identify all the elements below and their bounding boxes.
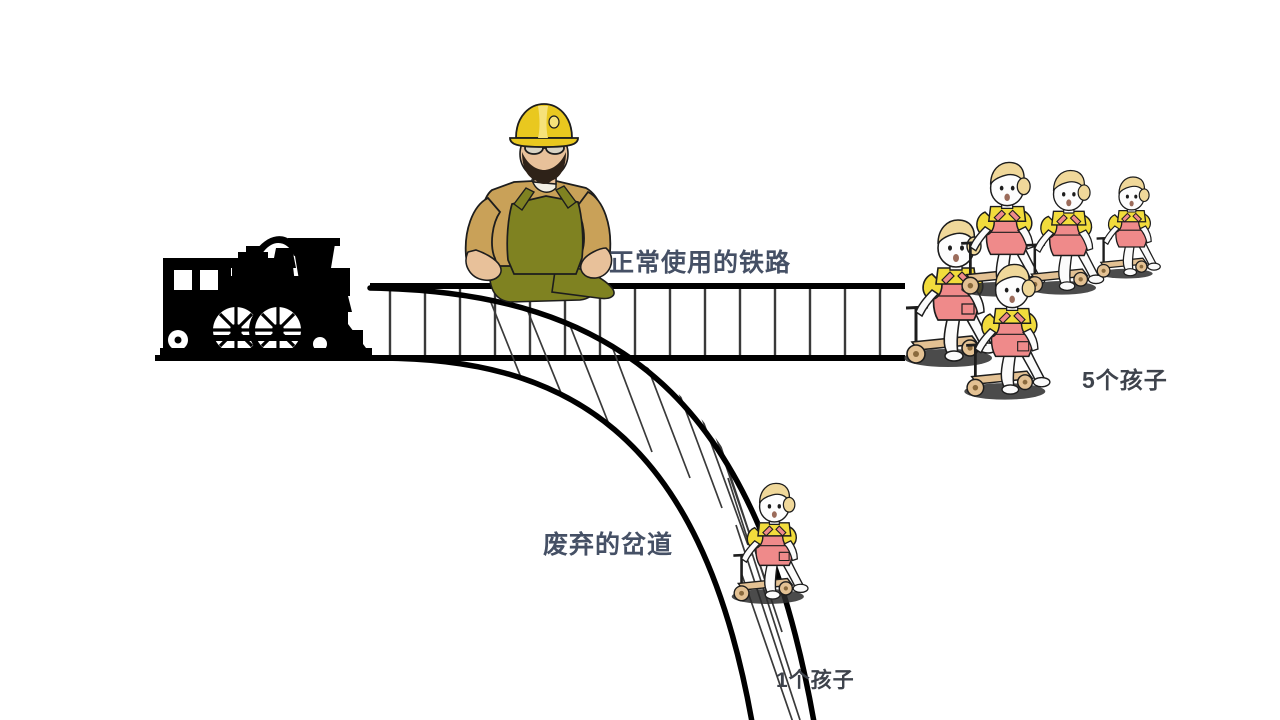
railway-worker xyxy=(464,103,615,303)
children-on-main-track xyxy=(904,161,1161,400)
main-track-ties xyxy=(388,288,882,356)
child-on-branch-track xyxy=(731,482,809,604)
label-one-child: 1个孩子 xyxy=(776,669,855,692)
branch-track-ties xyxy=(469,290,807,720)
child-figure xyxy=(731,482,809,604)
child-figure xyxy=(1096,176,1161,279)
steam-locomotive-silhouette xyxy=(160,236,372,359)
branch-rail-inner xyxy=(367,355,755,720)
branch-rail-outer xyxy=(367,285,817,720)
child-figure xyxy=(1026,169,1105,295)
label-main-track: 正常使用的铁路 xyxy=(609,249,792,277)
abandoned-siding-track xyxy=(367,285,817,720)
label-branch-track: 废弃的岔道 xyxy=(543,531,674,559)
hard-hat-icon xyxy=(509,103,579,148)
child-figure xyxy=(964,263,1051,400)
label-five-children: 5个孩子 xyxy=(1082,367,1168,393)
